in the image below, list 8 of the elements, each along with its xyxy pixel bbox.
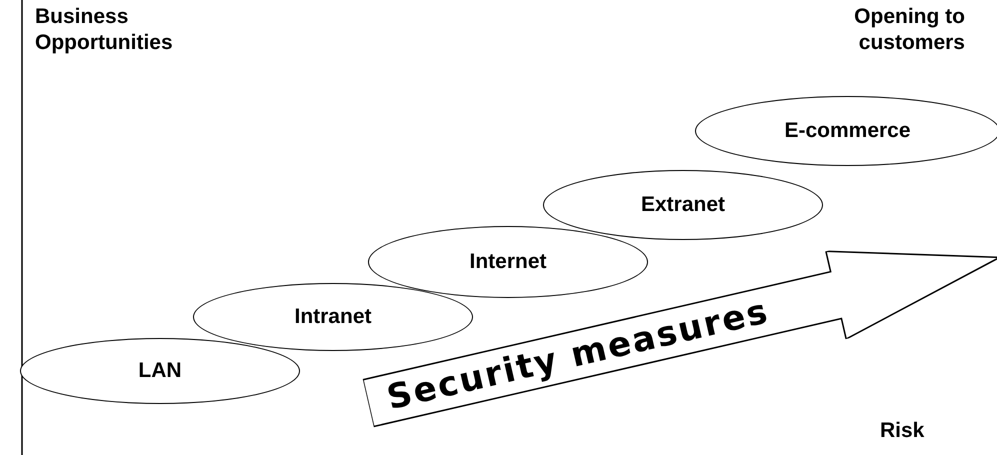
node-label: Intranet [294,305,372,329]
node-label: E-commerce [784,119,911,143]
axis-label: Business Opportunities [35,4,174,56]
node-label: Internet [469,250,546,274]
node-label: LAN [138,359,182,383]
axis-label: Risk [880,418,926,444]
node-label: Extranet [640,193,726,217]
axis-label: Opening to customers [853,4,965,56]
